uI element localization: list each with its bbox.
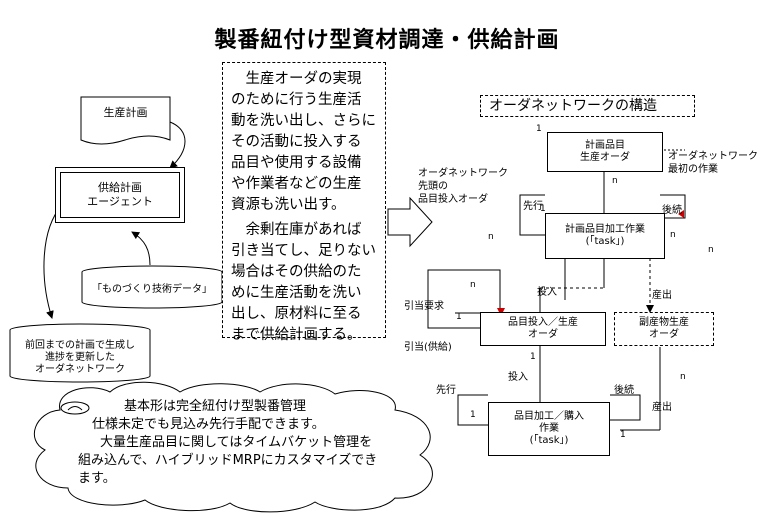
- cloud-line-1: 基本形は完全紐付け型製番管理: [124, 399, 307, 414]
- p1-line: 動を洗い出し、さらに: [231, 113, 376, 129]
- head-input-line-1: オーダネットワーク: [418, 168, 508, 179]
- cloud-note: 基本形は完全紐付け型製番管理 仕様未定でも見込み先行手配できます。 大量生産品目…: [78, 398, 432, 488]
- byproduct-order-box: 副産物生産 オーダ: [614, 312, 714, 346]
- network-db-line-2: 進捗を更新した: [45, 352, 115, 363]
- mult-marker: 1: [620, 430, 626, 440]
- mult-marker: 1: [540, 204, 546, 214]
- alloc-request-label: 引当要求: [404, 301, 444, 312]
- description-paragraph-1: 生産オーダの実現 のために行う生産活 動を洗い出し、さらに その活動に投入する …: [231, 69, 381, 216]
- network-db-line-1: 前回までの計画で生成し: [25, 340, 135, 351]
- mult-marker: n: [470, 280, 476, 290]
- task2-line-2: 作業: [539, 423, 559, 434]
- byproduct-line-1: 副産物生産: [639, 317, 689, 328]
- next2-label: 後続: [614, 385, 634, 396]
- mult-marker: 1: [536, 124, 542, 134]
- agent-inner-frame: 供給計画 エージェント: [60, 172, 180, 218]
- cloud-line-4: 組み込んで、ハイブリッドMRPにカスタマイズでき: [78, 453, 378, 468]
- head-input-order-label: オーダネットワーク 先頭の 品目投入オーダ: [418, 167, 508, 206]
- agent-line-1: 供給計画: [98, 181, 142, 194]
- agent-line-2: エージェント: [87, 195, 153, 208]
- head-input-line-2: 先頭の: [418, 181, 448, 192]
- input2-label: 投入: [508, 372, 528, 383]
- top-order-line-2: 生産オーダ: [580, 152, 630, 163]
- prev2-label: 先行: [436, 385, 456, 396]
- first-work-line-2: 最初の作業: [668, 164, 718, 175]
- tech-data-label: 「ものづくり技術データ」: [92, 284, 212, 295]
- output2-label: 産出: [652, 402, 672, 413]
- first-work-line-1: オーダネットワーク: [668, 151, 758, 162]
- byproduct-line-2: オーダ: [649, 329, 679, 340]
- p2-line: まで供給計画する。: [231, 327, 362, 343]
- p1-line: その活動に投入する: [231, 134, 362, 150]
- production-plan-label: 生産計画: [103, 106, 148, 119]
- mult-marker: n: [612, 176, 618, 186]
- task1-line-1: 計画品目加工作業: [565, 224, 645, 235]
- previous-network-db: 前回までの計画で生成し 進捗を更新した オーダネットワーク: [10, 340, 150, 376]
- top-order-line-1: 計画品目: [585, 140, 625, 151]
- p1-line: 資源も洗い出す。: [231, 197, 346, 213]
- plan-document-shape: [80, 96, 171, 145]
- task2-line-3: (「task」): [529, 435, 569, 446]
- cloud-line-2: 仕様未定でも見込み先行手配できます。: [92, 417, 325, 432]
- output-label: 産出: [652, 290, 672, 301]
- cloud-line-5: ます。: [78, 471, 116, 486]
- p2-line: 場合はその供給のた: [231, 264, 362, 280]
- head-input-line-3: 品目投入オーダ: [418, 194, 488, 205]
- planned-item-order-box: 計画品目 生産オーダ: [547, 132, 663, 172]
- mult-marker: n: [708, 245, 714, 255]
- network-structure-title: オーダネットワークの構造: [480, 95, 695, 117]
- first-work-label: オーダネットワーク 最初の作業: [668, 150, 758, 176]
- p2-line: 引き当てし、足りない: [231, 243, 376, 259]
- p2-line: めに生産活動を洗い: [231, 285, 362, 301]
- p2-line: 余剰在庫があれば: [231, 222, 362, 238]
- task1-line-2: (「task」): [585, 236, 625, 247]
- p2-line: 出し、原材料に至る: [231, 306, 362, 322]
- planned-item-task-box: 計画品目加工作業 (「task」): [545, 213, 665, 259]
- input-label: 投入: [537, 287, 557, 298]
- cloud-shape: [33, 381, 433, 513]
- order2-line-2: オーダ: [528, 329, 558, 340]
- mult-marker: n: [488, 232, 494, 242]
- order2-line-1: 品目投入／生産: [508, 317, 578, 328]
- p1-line: や作業者などの生産: [231, 176, 362, 192]
- item-process-purchase-task-box: 品目加工／購入 作業 (「task」): [488, 402, 610, 456]
- p1-line: 生産オーダの実現: [231, 71, 362, 87]
- next-label: 後続: [662, 205, 682, 216]
- mult-marker: 1: [456, 312, 462, 322]
- description-paragraph-2: 余剰在庫があれば 引き当てし、足りない 場合はその供給のた めに生産活動を洗い …: [231, 220, 381, 346]
- task2-line-1: 品目加工／購入: [514, 411, 584, 422]
- page-title: 製番紐付け型資材調達・供給計画: [214, 28, 560, 53]
- mult-marker: n: [670, 230, 676, 240]
- prev-label: 先行: [523, 201, 543, 212]
- alloc-supply-label: 引当(供給): [404, 342, 452, 353]
- p1-line: 品目や使用する設備: [231, 155, 362, 171]
- p1-line: のために行う生産活: [231, 92, 362, 108]
- network-db-line-3: オーダネットワーク: [35, 364, 125, 375]
- mult-marker: 1: [530, 352, 536, 362]
- flow-arrow-shape: [387, 196, 433, 248]
- center-description-box: 生産オーダの実現 のために行う生産活 動を洗い出し、さらに その活動に投入する …: [222, 62, 386, 343]
- item-input-production-order-box: 品目投入／生産 オーダ: [480, 312, 606, 346]
- mult-marker: 1: [470, 410, 476, 420]
- supply-plan-agent: 供給計画 エージェント: [55, 167, 185, 223]
- cloud-line-3: 大量生産品目に関してはタイムバケット管理を: [100, 435, 373, 450]
- mult-marker: n: [680, 372, 686, 382]
